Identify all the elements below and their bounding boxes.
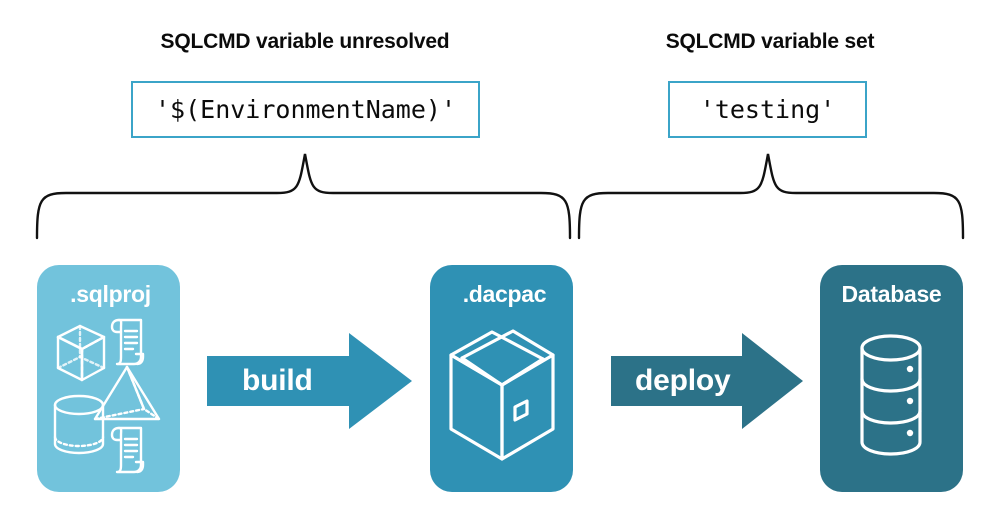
cube-icon (56, 324, 106, 382)
database-cylinder-icon (860, 334, 922, 456)
arrow-deploy-shape (611, 333, 803, 429)
pyramid-icon (93, 365, 161, 421)
artifact-sqlproj-label: .sqlproj (70, 281, 151, 307)
brace-unresolved (35, 153, 572, 240)
arrow-build-label: build (242, 364, 313, 397)
arrow-build-shape (207, 333, 412, 429)
sqlcmd-value-set: 'testing' (668, 81, 867, 138)
artifact-sqlproj-icons (53, 318, 161, 474)
scroll-icon (110, 318, 145, 366)
artifact-dacpac: .dacpac (430, 265, 573, 492)
arrow-deploy-label: deploy (635, 364, 731, 397)
artifact-dacpac-icons (449, 329, 555, 461)
scroll-icon (110, 426, 145, 474)
group-heading-unresolved: SQLCMD variable unresolved (160, 30, 450, 53)
artifact-dacpac-label: .dacpac (462, 281, 547, 307)
artifact-database-icons (860, 334, 922, 456)
artifact-sqlproj: .sqlproj (37, 265, 180, 492)
group-heading-set: SQLCMD variable set (665, 30, 875, 53)
brace-set (577, 153, 965, 240)
artifact-database-label: Database (841, 281, 942, 307)
arrow-deploy: deploy (611, 330, 803, 432)
arrow-build: build (207, 330, 412, 432)
package-box-icon (449, 329, 555, 461)
sqlcmd-value-unresolved: '$(EnvironmentName)' (131, 81, 480, 138)
artifact-database: Database (820, 265, 963, 492)
cylinder-icon (53, 394, 105, 455)
